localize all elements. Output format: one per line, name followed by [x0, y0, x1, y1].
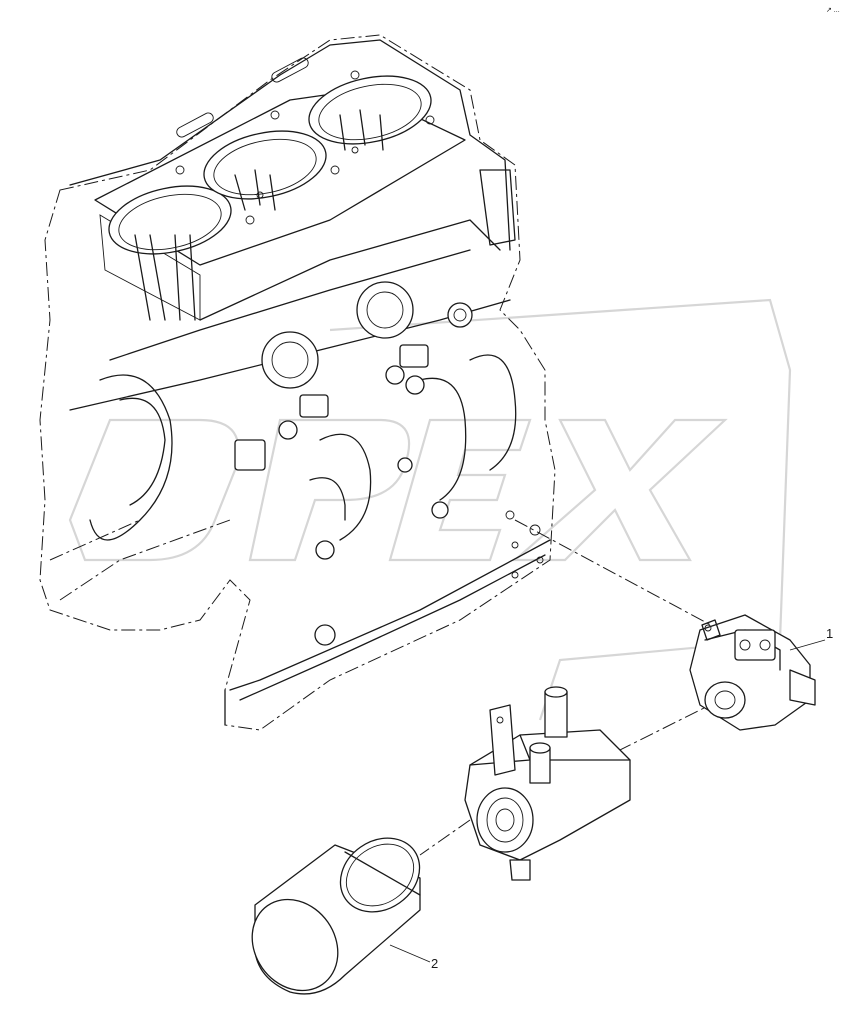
oil-cooler [464, 686, 631, 881]
oil-filter-head [689, 614, 816, 731]
oil-filter-cartridge [251, 837, 421, 995]
engine-block [39, 34, 556, 731]
callout-2-label: 2 [431, 956, 438, 971]
callout-1-leader [789, 639, 826, 651]
corner-mark: ↗ ... [826, 7, 840, 14]
callout-2-leader [389, 944, 431, 963]
watermark [68, 298, 792, 721]
callout-1-label: 1 [826, 626, 833, 641]
